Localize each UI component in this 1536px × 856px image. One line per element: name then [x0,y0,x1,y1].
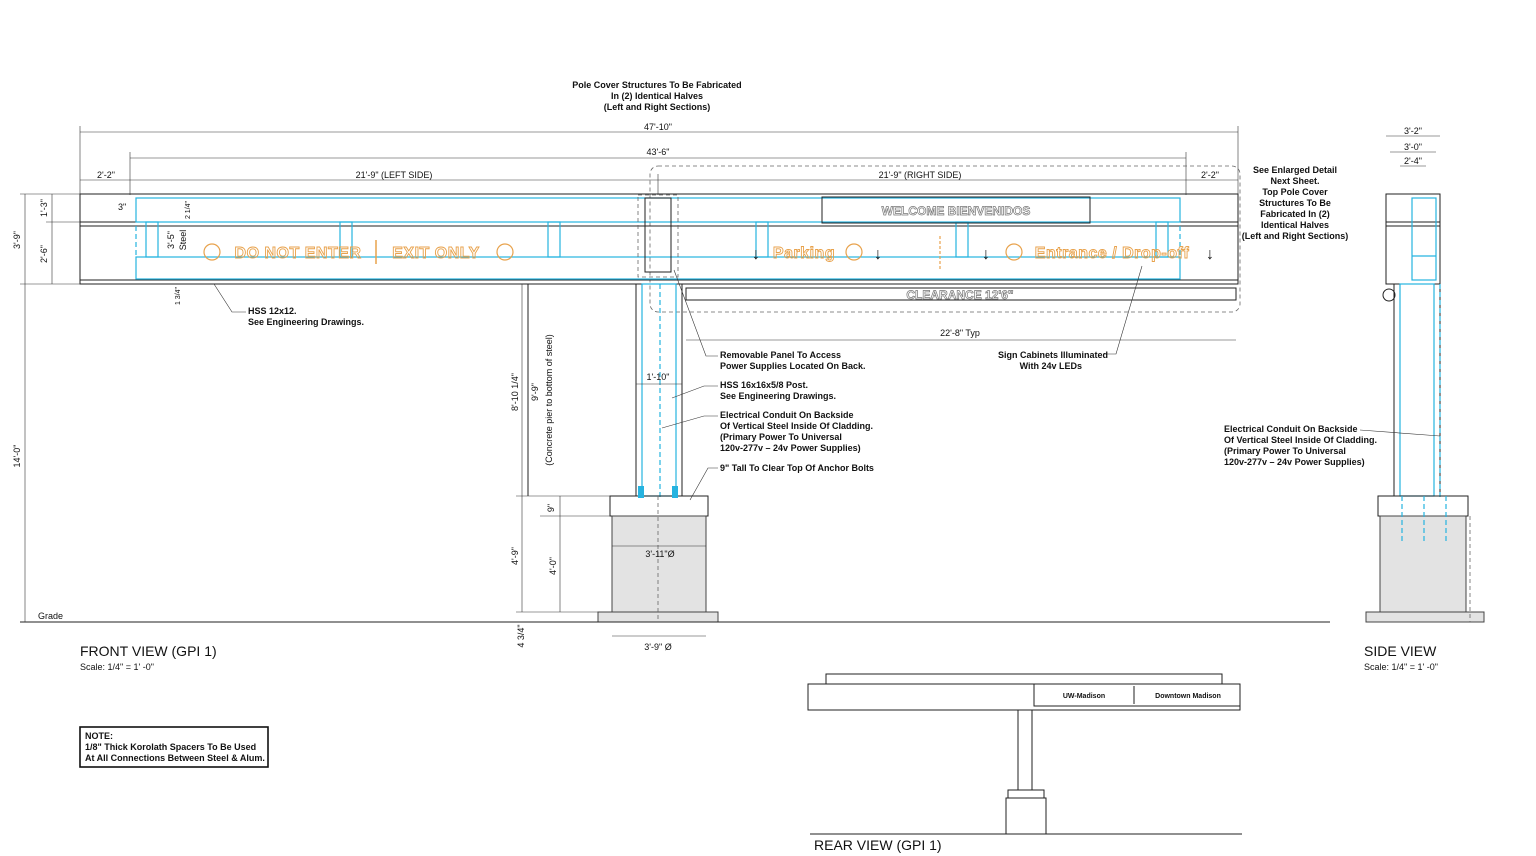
enlarged-detail-line-1: See Enlarged Detail [1253,165,1337,175]
dim-1-34: 1 3/4" [175,286,182,305]
down-arrow-icon-2: ↓ [874,246,882,263]
no-entry-icon-right [496,243,514,261]
down-arrow-icon: ↓ [752,246,760,263]
sign-entrance: Entrance / Drop-off [1035,245,1190,262]
dim-3-5: 3'-5" [166,231,176,249]
dim-post-width: 1'-10" [647,372,670,382]
removable-panel-line-1: Removable Panel To Access [720,350,841,360]
side-view-title-text: SIDE VIEW [1364,643,1437,659]
rear-sign-downtown: Downtown Madison [1155,693,1221,700]
dim-8-10: 8'-10 1/4" [510,373,520,411]
spacer-note-box: NOTE: 1/8" Thick Korolath Spacers To Be … [79,726,269,768]
sign-cabinets-line-1: Sign Cabinets Illuminated [998,350,1108,360]
down-arrow-icon-4: ↓ [1206,246,1214,263]
dim-steel: Steel [178,230,188,251]
dim-footing-dia: 3'-9" Ø [644,642,671,652]
rear-view-title-text: REAR VIEW (GPI 1) [814,837,942,853]
dimension-left-side: 21'-9" (LEFT SIDE) [356,170,433,180]
conduit-side-line-1: Electrical Conduit On Backside [1224,424,1358,434]
conduit-front-line-4: 120v-277v – 24v Power Supplies) [720,443,861,453]
front-left-dimensions: 3'-9" 1'-3" 2'-6" 14'-0" Grade 3" 2 1/4"… [12,193,192,622]
enlarged-detail-note: See Enlarged Detail Next Sheet. Top Pole… [1242,165,1349,241]
side-dim-3-0: 3'-0" [1404,142,1422,152]
side-view-scale: Scale: 1/4" = 1' -0" [1364,662,1438,672]
spacer-note-line-3: At All Connections Between Steel & Alum. [85,753,265,763]
fabrication-note-line-1: Pole Cover Structures To Be Fabricated [572,80,741,90]
front-view-scale: Scale: 1/4" = 1' -0" [80,662,154,672]
hss-beam-line-1: HSS 12x12. [248,306,297,316]
dim-2-6: 2'-6" [39,245,49,263]
no-entry-icon [203,243,221,261]
dim-1-3: 1'-3" [39,199,49,217]
front-view-structure [20,193,1330,623]
sign-welcome: WELCOME BIENVENIDOS [882,204,1031,218]
parking-icon [845,243,863,261]
fabrication-note: Pole Cover Structures To Be Fabricated I… [572,80,741,112]
dim-9: 9" [546,504,556,512]
conduit-front-line-3: (Primary Power To Universal [720,432,842,442]
side-view-title: SIDE VIEW Scale: 1/4" = 1' -0" [1364,643,1438,672]
dimension-end-right: 2'-2" [1201,170,1219,180]
dimension-right-side: 21'-9" (RIGHT SIDE) [879,170,962,180]
dropoff-icon [1005,243,1023,261]
dim-3: 3" [118,202,126,212]
anchor-note: 9" Tall To Clear Top Of Anchor Bolts [720,463,874,473]
grade-label: Grade [38,611,63,621]
enlarged-detail-line-5: Fabricated In (2) [1260,209,1330,219]
front-leader-notes: HSS 12x12. See Engineering Drawings. Rem… [213,265,1143,501]
dimension-overall-label: 47'-10" [644,122,672,132]
conduit-front-line-1: Electrical Conduit On Backside [720,410,854,420]
dim-3-9: 3'-9" [12,231,22,249]
front-view-title-text: FRONT VIEW (GPI 1) [80,643,217,659]
dimension-sides: 2'-2" 21'-9" (LEFT SIDE) 21'-9" (RIGHT S… [80,170,1238,195]
side-dim-3-2: 3'-2" [1404,126,1422,136]
enlarged-detail-line-6: Identical Halves [1261,220,1329,230]
hss-post-line-1: HSS 16x16x5/8 Post. [720,380,808,390]
dim-pier-dia: 3'-11"Ø [645,549,674,559]
dimension-inner-label: 43'-6" [647,147,670,157]
rear-view-structure: UW-Madison Downtown Madison [807,673,1242,835]
enlarged-detail-line-3: Top Pole Cover [1262,187,1328,197]
conduit-side-line-2: Of Vertical Steel Inside Of Cladding. [1224,435,1377,445]
side-dim-2-4: 2'-4" [1404,156,1422,166]
dim-2-14: 2 1/4" [185,200,192,219]
fabrication-note-line-2: In (2) Identical Halves [611,91,703,101]
dim-4-9: 4'-9" [510,547,520,565]
front-view-title: FRONT VIEW (GPI 1) Scale: 1/4" = 1' -0" [80,643,217,672]
fabrication-note-line-3: (Left and Right Sections) [604,102,711,112]
spacer-note-line-1: NOTE: [85,731,113,741]
sign-parking: Parking [773,245,835,262]
concrete-note: (Concrete pier to bottom of steel) [544,334,554,466]
sign-cabinets-line-2: With 24v LEDs [1020,361,1082,371]
enlarged-detail-line-2: Next Sheet. [1270,176,1319,186]
conduit-front-line-2: Of Vertical Steel Inside Of Cladding. [720,421,873,431]
hss-beam-line-2: See Engineering Drawings. [248,317,364,327]
side-view-structure: 3'-2" 3'-0" 2'-4" Electrical Conduit On … [1224,126,1485,623]
enlarged-detail-line-7: (Left and Right Sections) [1242,231,1349,241]
dim-14-0: 14'-0" [12,445,22,468]
sign-exit-only: EXIT ONLY [392,245,479,262]
enlarged-detail-line-4: Structures To Be [1259,198,1331,208]
sign-do-not-enter: DO NOT ENTER [235,245,362,262]
down-arrow-icon-3: ↓ [982,246,990,263]
dim-9-9: 9'-9" [530,383,540,401]
spacer-note-line-2: 1/8" Thick Korolath Spacers To Be Used [85,742,256,752]
conduit-side-line-3: (Primary Power To Universal [1224,446,1346,456]
dimension-overall: 47'-10" [79,122,1239,195]
conduit-side-line-4: 120v-277v – 24v Power Supplies) [1224,457,1365,467]
removable-panel-line-2: Power Supplies Located On Back. [720,361,866,371]
dim-4-34: 4 3/4" [516,624,526,647]
dim-clearance-span: 22'-8" Typ [940,328,980,338]
dimension-inner: 43'-6" [129,147,1187,195]
front-signs: WELCOME BIENVENIDOS DO NOT ENTER EXIT ON… [203,204,1214,302]
dimension-end-left: 2'-2" [97,170,115,180]
dim-4-0: 4'-0" [548,557,558,575]
sign-clearance: CLEARANCE 12'6" [906,288,1013,302]
hss-post-line-2: See Engineering Drawings. [720,391,836,401]
rear-sign-uw: UW-Madison [1063,693,1105,700]
front-lower-dimensions: 8'-10 1/4" 9'-9" (Concrete pier to botto… [510,284,1236,652]
enlarged-detail-outline [649,165,1241,313]
